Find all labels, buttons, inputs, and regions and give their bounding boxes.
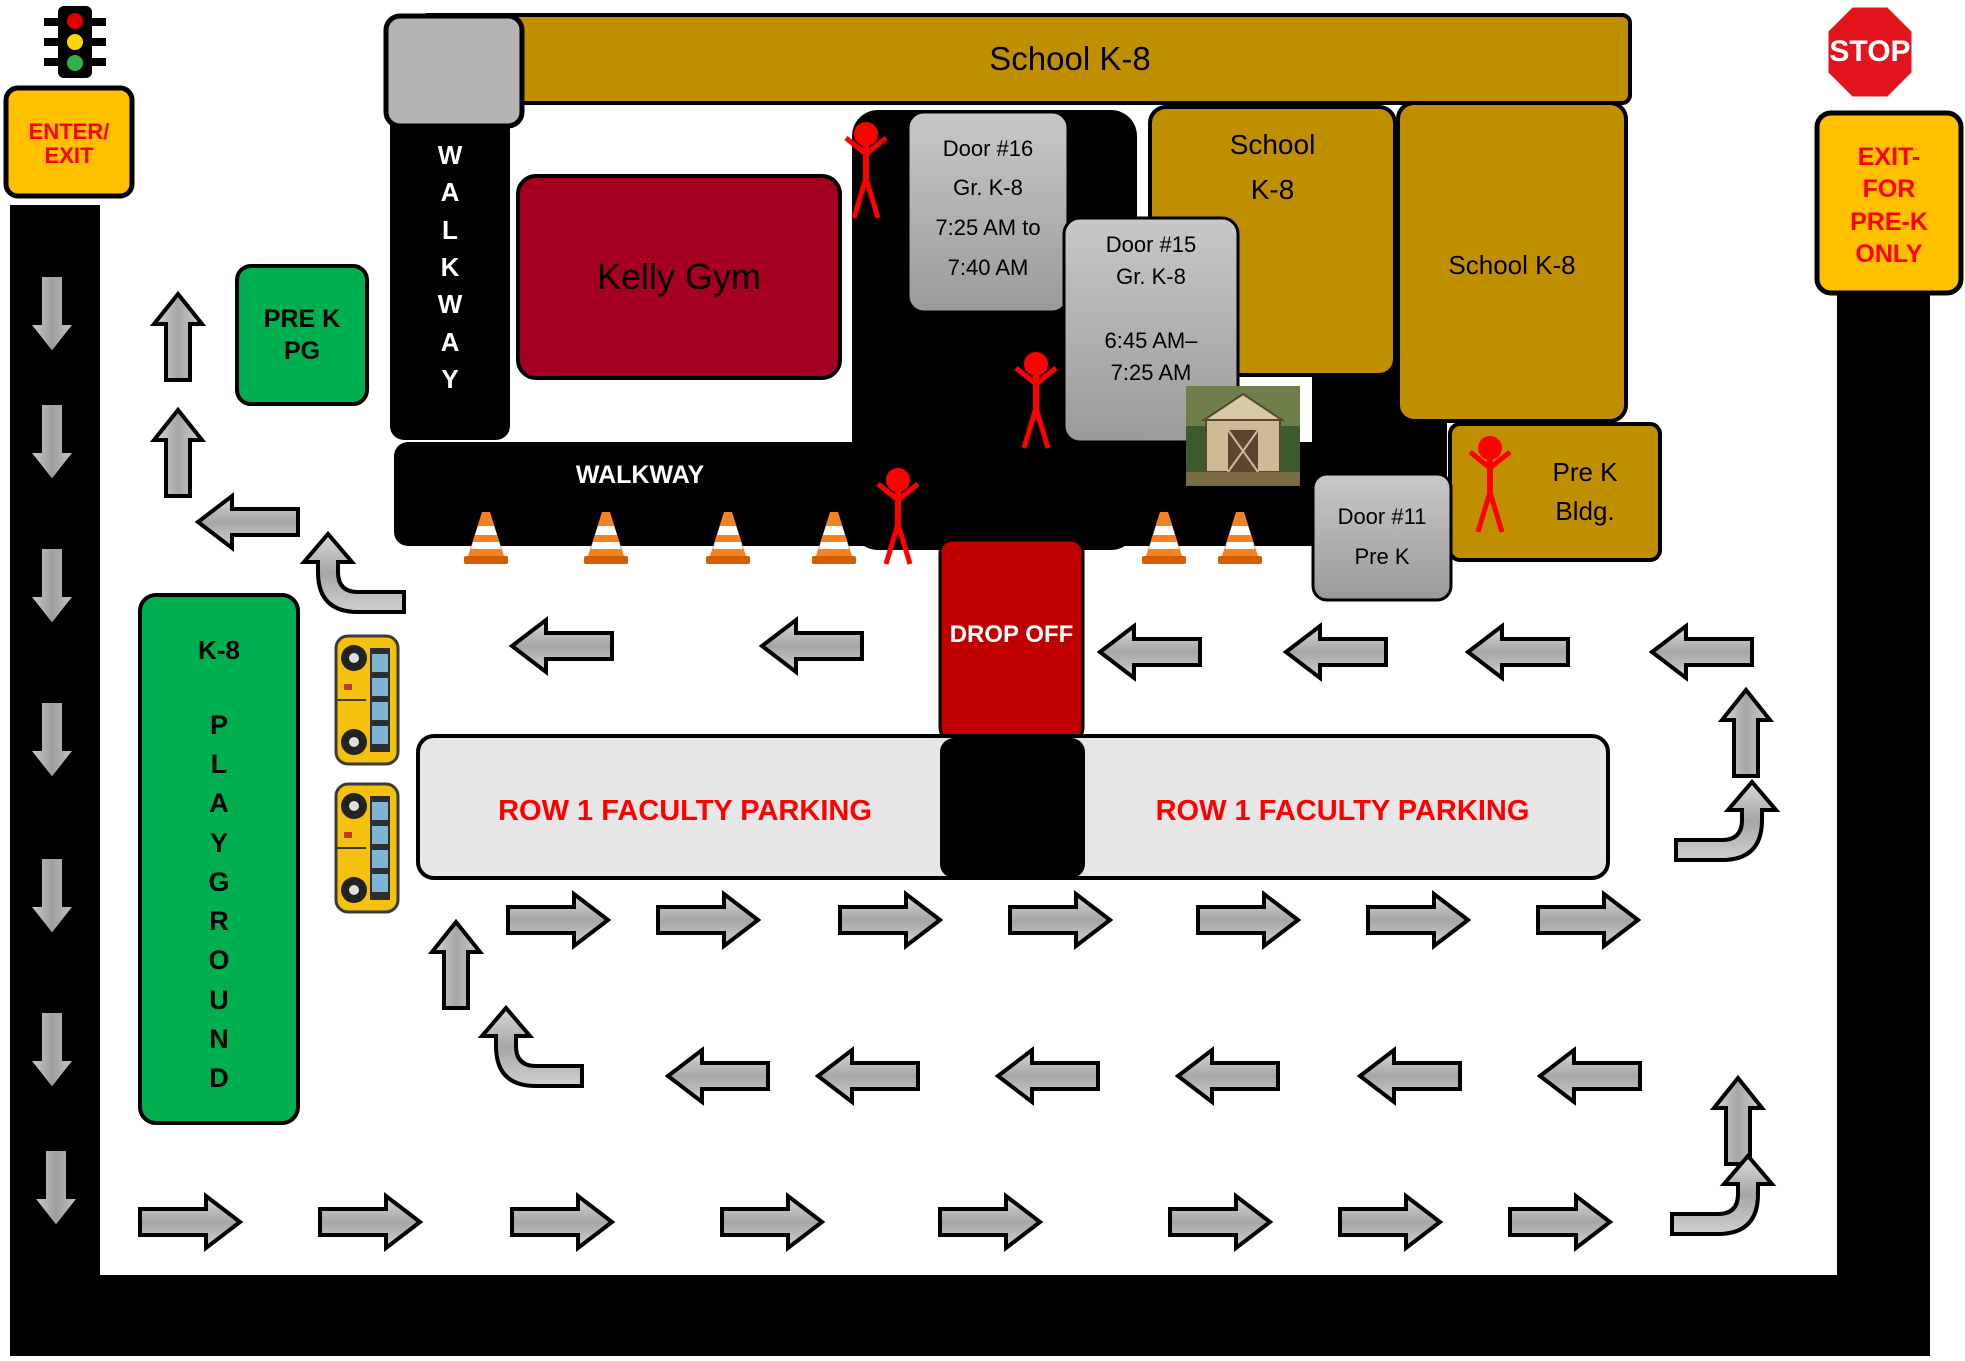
enter-exit-label: ENTER/ EXIT [28, 118, 110, 168]
shed-photo-icon [1186, 386, 1300, 486]
parking-divider [940, 738, 1085, 878]
arrow-left-icon [1176, 1048, 1280, 1104]
playground-top-label: K-8 [198, 634, 240, 665]
arrow-left-icon [1650, 624, 1754, 680]
u-turn-arrow-icon [1674, 778, 1781, 862]
road-right [1837, 285, 1930, 1356]
walkway-horizontal-label: WALKWAY [575, 460, 705, 489]
traffic-cone-icon [1218, 512, 1262, 564]
stop-sign-icon [1825, 4, 1915, 100]
traffic-cone-icon [584, 512, 628, 564]
prek-pg-label: PRE K PG [263, 304, 341, 366]
arrow-right-icon [838, 892, 942, 948]
school-right-label: School K-8 [1448, 249, 1576, 280]
arrow-left-icon [1284, 624, 1388, 680]
u-turn-arrow-icon [477, 1004, 584, 1088]
arrow-left-icon [1538, 1048, 1642, 1104]
walkway-corner [383, 13, 525, 129]
school-mid-label: School K-8 [1229, 129, 1316, 205]
school-bus-icon [334, 634, 400, 766]
arrow-left-icon [1358, 1048, 1462, 1104]
drop-off-label: DROP OFF [949, 621, 1074, 648]
arrow-up-icon [1712, 1076, 1764, 1166]
arrow-right-icon [506, 892, 610, 948]
school-top-label: School K-8 [989, 40, 1151, 77]
door16-label: Door #16 Gr. K-8 7:25 AM to 7:40 AM [935, 135, 1041, 280]
school-bus-icon [334, 782, 400, 914]
arrow-right-icon [720, 1194, 824, 1250]
arrow-left-icon [666, 1048, 770, 1104]
arrow-right-icon [1168, 1194, 1272, 1250]
arrow-right-icon [138, 1194, 242, 1250]
arrow-left-icon [1098, 624, 1202, 680]
door16-box [906, 110, 1070, 314]
door11-box [1311, 472, 1453, 602]
arrow-left-icon [1466, 624, 1570, 680]
door11-label: Door #11 Pre K [1337, 504, 1427, 569]
traffic-light-icon [44, 6, 106, 78]
staff-figure-icon [876, 468, 920, 565]
arrow-up-icon [152, 408, 204, 498]
arrow-left-icon [196, 494, 300, 550]
arrow-right-icon [1196, 892, 1300, 948]
prek-bldg-label: Pre K Bldg. [1552, 457, 1618, 526]
playground-box [138, 593, 300, 1125]
arrow-up-icon [430, 920, 482, 1010]
arrow-right-icon [938, 1194, 1042, 1250]
school-right-building [1396, 101, 1628, 423]
door15-label: Door #15 Gr. K-8 6:45 AM– 7:25 AM [1104, 232, 1198, 385]
staff-figure-icon [844, 122, 888, 219]
u-turn-arrow-icon [1670, 1152, 1777, 1236]
traffic-cone-icon [812, 512, 856, 564]
staff-figure-icon [1014, 352, 1058, 449]
exit-prek-sign [1814, 110, 1964, 296]
kelly-gym [516, 174, 842, 380]
arrow-right-icon [656, 892, 760, 948]
arrow-right-icon [1008, 892, 1112, 948]
walkway-vertical [390, 110, 510, 440]
arrow-right-icon [318, 1194, 422, 1250]
arrow-up-icon [1720, 688, 1772, 778]
arrow-right-icon [1508, 1194, 1612, 1250]
arrow-left-icon [510, 618, 614, 674]
arrow-right-icon [510, 1194, 614, 1250]
arrow-left-icon [760, 618, 864, 674]
parking-left-label: ROW 1 FACULTY PARKING [498, 794, 872, 827]
stop-label: STOP [1829, 35, 1911, 68]
arrow-left-icon [996, 1048, 1100, 1104]
gym-label: Kelly Gym [596, 256, 762, 297]
exit-prek-label: EXIT- FOR PRE-K ONLY [1850, 142, 1928, 269]
traffic-cone-icon [464, 512, 508, 564]
traffic-cone-icon [1142, 512, 1186, 564]
arrow-up-icon [152, 292, 204, 382]
traffic-cone-icon [706, 512, 750, 564]
arrow-right-icon [1536, 892, 1640, 948]
prek-pg-box [235, 264, 369, 406]
parking-right-label: ROW 1 FACULTY PARKING [1155, 794, 1530, 827]
road-bottom [10, 1275, 1930, 1356]
staff-figure-icon [1468, 436, 1512, 533]
arrow-right-icon [1338, 1194, 1442, 1250]
u-turn-arrow-icon [299, 530, 406, 614]
arrow-right-icon [1366, 892, 1470, 948]
enter-exit-sign [3, 85, 135, 199]
arrow-left-icon [816, 1048, 920, 1104]
